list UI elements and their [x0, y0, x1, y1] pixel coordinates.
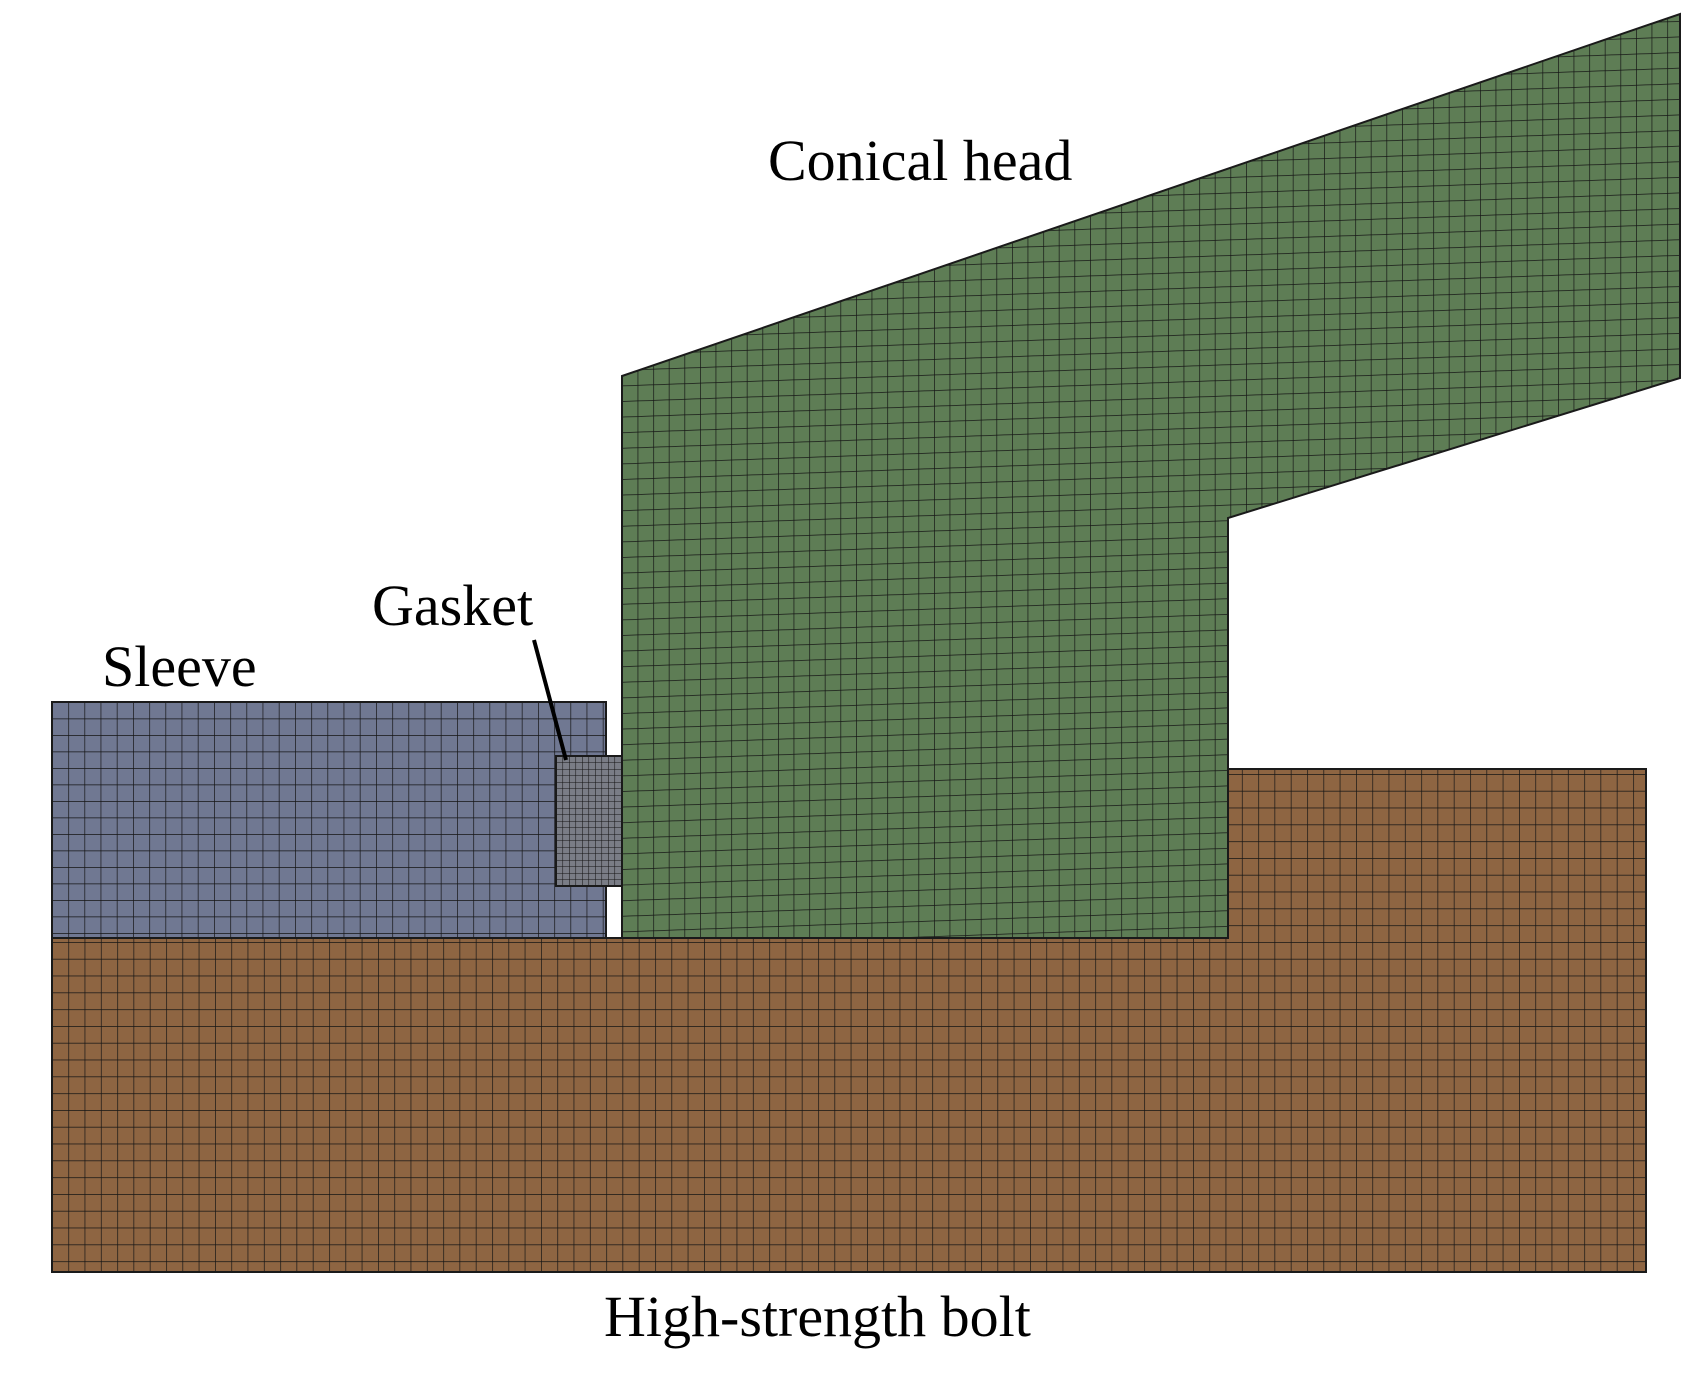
- sleeve-part: [51, 701, 607, 939]
- gasket-outline: [555, 755, 623, 887]
- label-high-strength-bolt: High-strength bolt: [604, 1284, 1031, 1349]
- gasket-leader-line: [532, 639, 568, 761]
- gasket-part: [555, 755, 623, 887]
- label-conical-head: Conical head: [768, 128, 1072, 193]
- label-sleeve: Sleeve: [102, 634, 257, 699]
- bolt-mesh: [52, 769, 1646, 1272]
- conical-head-mesh: [622, 14, 1680, 938]
- label-gasket: Gasket: [372, 573, 533, 638]
- sleeve-mesh: [52, 702, 606, 938]
- conical-head-outline: [621, 12, 1681, 939]
- gasket-mesh: [556, 756, 622, 886]
- conical-head-part: [621, 12, 1681, 939]
- high-strength-bolt-part: [51, 768, 1647, 1273]
